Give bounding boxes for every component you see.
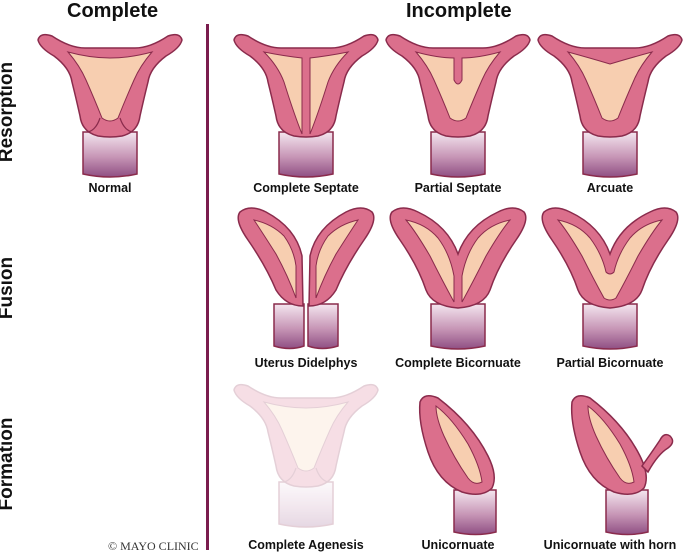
label-unicornuate: Unicornuate [421, 538, 495, 552]
row-label-resorption: Resorption [0, 61, 17, 163]
column-header-incomplete: Incomplete [406, 0, 512, 22]
row-label-fusion: Fusion [0, 256, 17, 320]
copyright-notice: © MAYO CLINIC [108, 539, 199, 553]
label-partial-septate: Partial Septate [414, 181, 502, 195]
row-label-formation: Formation [0, 417, 17, 511]
uterus-didelphys-figure [237, 207, 375, 350]
label-uterus-didelphys: Uterus Didelphys [254, 356, 358, 370]
label-complete-septate: Complete Septate [253, 181, 359, 195]
complete-agenesis-figure [236, 384, 376, 534]
label-normal: Normal [88, 181, 132, 195]
label-unicornuate-with-horn: Unicornuate with horn [543, 538, 677, 552]
column-header-complete: Complete [67, 0, 159, 22]
label-partial-bicornuate: Partial Bicornuate [556, 356, 664, 370]
unicornuate-with-horn-figure [540, 392, 680, 540]
label-complete-bicornuate: Complete Bicornuate [395, 356, 521, 370]
partial-bicornuate-figure [540, 206, 680, 354]
partial-septate-figure [388, 34, 528, 182]
unicornuate-figure [418, 395, 497, 536]
label-complete-agenesis: Complete Agenesis [248, 538, 364, 552]
complete-septate-figure [236, 34, 376, 182]
normal-uterus-figure [40, 34, 180, 182]
complete-bicornuate-figure [388, 206, 528, 354]
arcuate-figure [540, 34, 680, 182]
label-arcuate: Arcuate [586, 181, 634, 195]
column-divider [206, 24, 209, 550]
